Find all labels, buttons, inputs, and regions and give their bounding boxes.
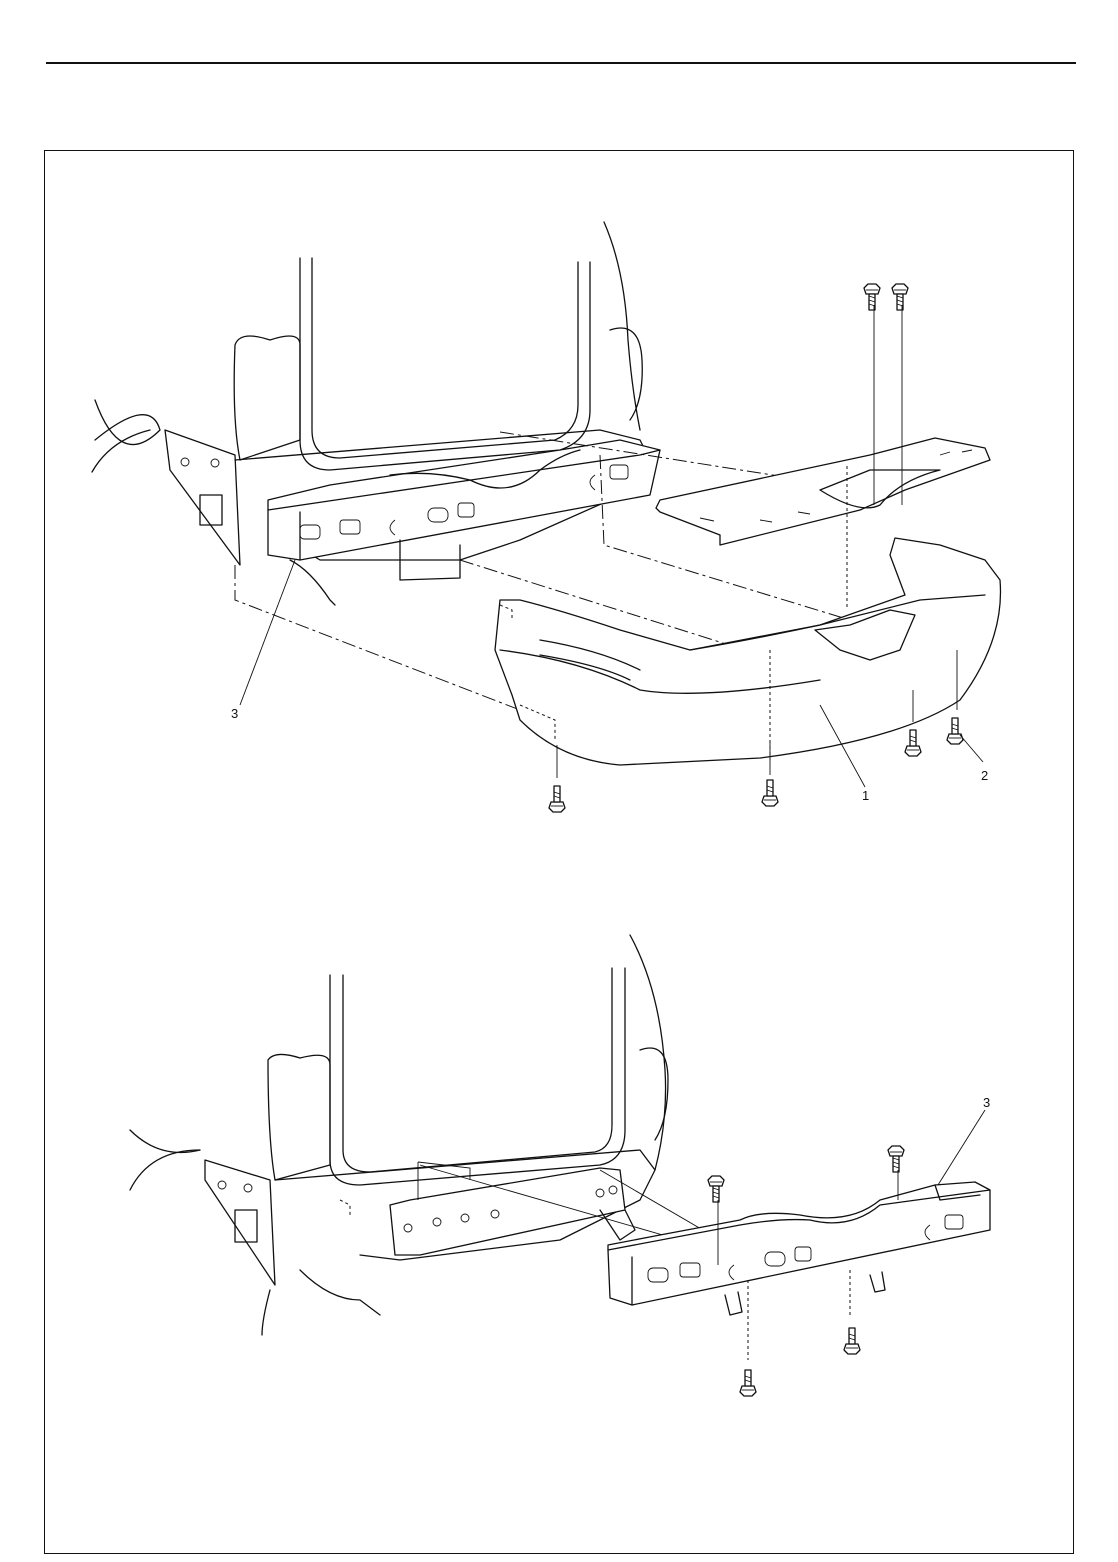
callout-3-upper: 3 (231, 706, 238, 721)
bolt-icon (888, 1146, 904, 1172)
bolt-icon (905, 730, 921, 756)
bolt-icon (549, 786, 565, 812)
callout-3-lower: 3 (983, 1095, 990, 1110)
bolt-icon (892, 284, 908, 310)
bolt-icon (864, 284, 880, 310)
bolt-icon (947, 718, 963, 744)
guide-line (235, 565, 520, 710)
upper-body-bracket (268, 440, 660, 605)
under-cover-plate (656, 438, 990, 545)
callout-1: 1 (862, 788, 869, 803)
hidden-edge (340, 1200, 350, 1215)
upper-view: 3 1 2 (92, 222, 1001, 812)
tail-light-panel (130, 1054, 330, 1335)
callout-leader (960, 735, 983, 762)
bolt-icon (762, 780, 778, 806)
lower-member (608, 1182, 990, 1315)
callout-leader (938, 1110, 985, 1185)
tailgate-opening (330, 935, 668, 1185)
bolt-icon (844, 1328, 860, 1354)
body-mounting-bracket (300, 1168, 635, 1315)
callout-leader (240, 560, 295, 705)
bolt-icon (708, 1176, 724, 1202)
tailgate-opening (300, 222, 642, 470)
lower-view: 3 (130, 935, 990, 1396)
callout-2: 2 (981, 768, 988, 783)
rear-bumper (495, 538, 1001, 765)
bolt-icon (740, 1370, 756, 1396)
